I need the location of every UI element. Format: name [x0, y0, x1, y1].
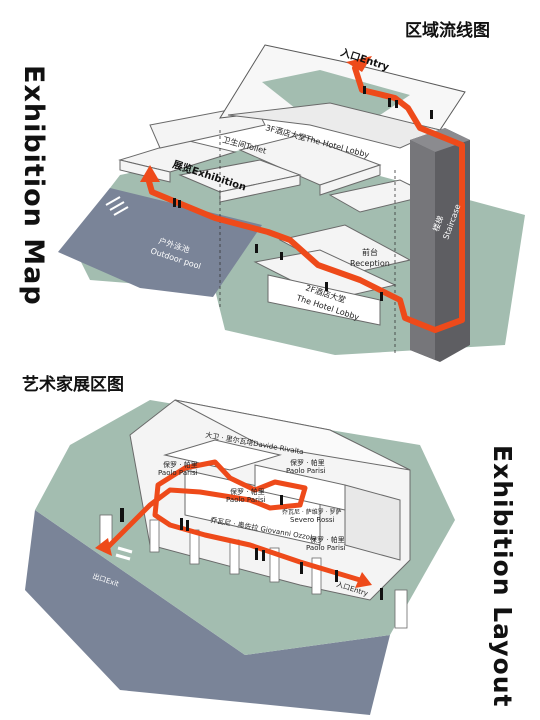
pool-steps	[105, 196, 129, 216]
layout-building	[129, 399, 411, 601]
label-reception-cn: 前台	[362, 247, 378, 257]
label-paolo-2-cn: 保罗 · 帕里	[290, 458, 325, 467]
layout-arrow-entry	[355, 572, 372, 588]
label-paolo-1-en: Paolo Parisi	[158, 469, 198, 477]
label-paolo-3-cn: 保罗 · 帕里	[230, 487, 265, 496]
label-paolo-4-cn: 保罗 · 帕里	[310, 535, 345, 544]
label-paolo-3-en: Paolo Parisi	[226, 496, 266, 504]
route-arrow-entry	[346, 56, 372, 72]
label-severo-en: Severo Rossi	[290, 516, 335, 524]
label-paolo-4-en: Paolo Parisi	[306, 544, 346, 552]
exit-step-marks	[115, 546, 133, 561]
layout-arrow-exit	[95, 538, 112, 556]
layout-pillars	[99, 514, 408, 629]
layout-ground-slate	[25, 510, 390, 715]
label-paolo-1-cn: 保罗 · 帕里	[163, 460, 198, 469]
label-reception-en: Reception	[350, 259, 390, 268]
flow-diagram-heading: 区域流线图	[405, 21, 490, 41]
label-severo-cn: 乔瓦尼 · 萨维罗 · 罗萨	[282, 508, 341, 516]
artist-zone-heading: 艺术家展区图	[22, 375, 124, 395]
label-paolo-2-en: Paolo Parisi	[286, 467, 326, 475]
visitor-route	[145, 65, 465, 333]
route-arrow-exhibition	[140, 165, 160, 182]
staircase-tower	[410, 128, 470, 362]
visitor-figures	[173, 86, 433, 301]
lobby-3f-block	[219, 44, 466, 149]
layout-visitor-figures	[120, 495, 383, 600]
layout-route	[102, 459, 363, 583]
